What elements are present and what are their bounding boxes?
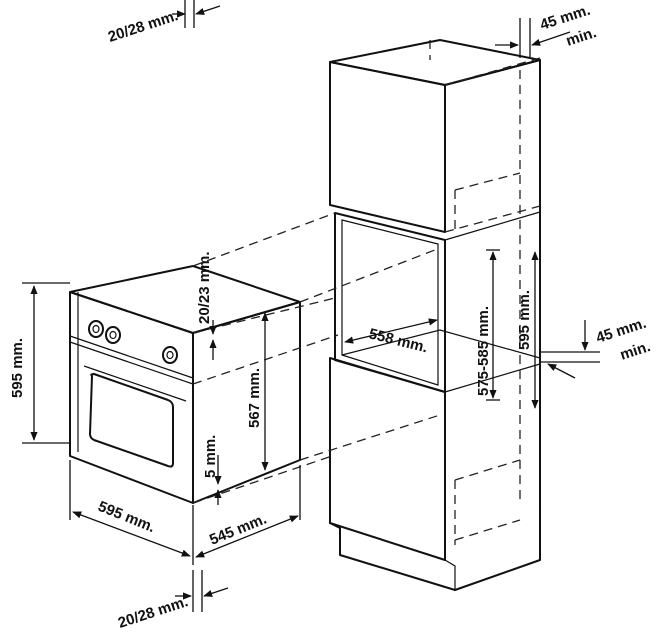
niche-floor: [341, 329, 541, 359]
label-top-gap: 20/28 mm.: [106, 7, 180, 46]
label-niche-height-range: 575-585 mm.: [475, 306, 492, 396]
label-niche-height: 595 mm.: [516, 290, 533, 350]
oven-panel-divider: [69, 335, 194, 379]
cabinet-plinth: [329, 504, 541, 591]
oven-width-dim: [72, 511, 191, 557]
niche-depth-dim: [344, 318, 438, 344]
oven-door-handle: [83, 365, 187, 402]
oven-knob-left: [88, 320, 104, 338]
label-niche-depth: 558 mm.: [367, 325, 429, 356]
label-panel-bottom-gap: 5 mm.: [202, 435, 219, 478]
label-panel-top-gap: 20/23 mm.: [196, 251, 213, 324]
cabinet-top-lid: [329, 39, 541, 86]
dimensions: [22, 0, 600, 612]
oven-niche-inner: [341, 219, 439, 386]
oven-panel-divider-2: [69, 341, 194, 385]
alignment-lines: [192, 212, 441, 504]
label-bottom-gap: 20/28 mm.: [116, 593, 190, 632]
label-top-clearance-min: min.: [564, 24, 599, 50]
label-oven-height: 595 mm.: [9, 338, 26, 398]
label-panel-height: 567 mm.: [246, 368, 263, 428]
oven-knob-middle: [105, 326, 121, 344]
oven-depth-dim: [195, 515, 299, 558]
label-oven-width: 595 mm.: [96, 498, 158, 536]
oven-knob-right: [162, 346, 178, 364]
upper-cabinet-door: [329, 61, 446, 233]
label-oven-depth: 545 mm.: [207, 510, 269, 548]
oven-door-window: [89, 373, 174, 468]
lower-cabinet-door: [329, 357, 446, 561]
cabinet: [329, 39, 541, 591]
label-side-clearance-min: min.: [618, 338, 653, 364]
